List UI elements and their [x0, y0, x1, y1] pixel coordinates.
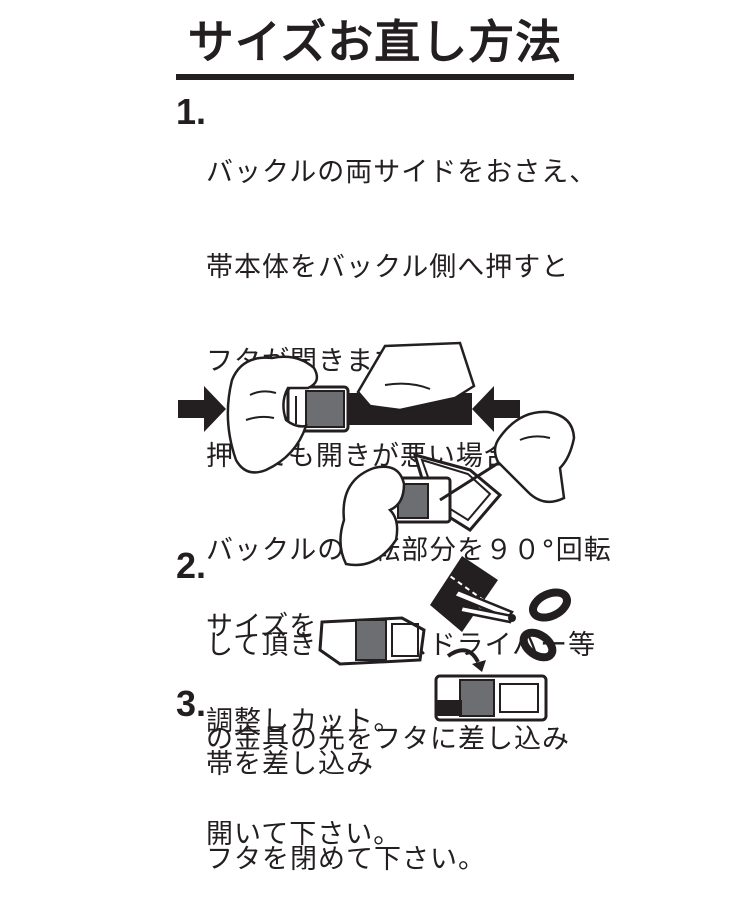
step-1-line: バックルの両サイドをおさえ、: [206, 157, 598, 188]
step-3-line: 帯を差し込み: [206, 749, 374, 780]
step-2-number: 2.: [176, 545, 207, 586]
step-2-line: サイズを: [206, 611, 318, 642]
step-1-line: バックルの回転部分を９０°回転: [206, 535, 612, 566]
step-1-number: 1.: [176, 91, 207, 132]
left-arrow-icon: [472, 386, 520, 432]
step-2-line: 調整しカット。: [206, 705, 402, 737]
page-title: サイズお直し方法: [187, 15, 563, 69]
title-underline: [176, 74, 574, 80]
hand-press-buckle-illustration: [178, 341, 520, 474]
insert-belt-close-lid-illustration: [434, 674, 548, 722]
step-1-line: 帯本体をバックル側へ押すと: [206, 251, 570, 283]
scissors-cut-belt-illustration: [318, 556, 571, 672]
illustrations: [178, 341, 576, 722]
step-3-line: フタを閉めて下さい。: [206, 843, 486, 875]
step-2-text: サイズを 調整しカット。: [206, 548, 401, 769]
screwdriver-open-lid-illustration: [339, 410, 576, 567]
step-3-number: 3.: [176, 683, 207, 724]
right-arrow-icon: [178, 386, 226, 432]
